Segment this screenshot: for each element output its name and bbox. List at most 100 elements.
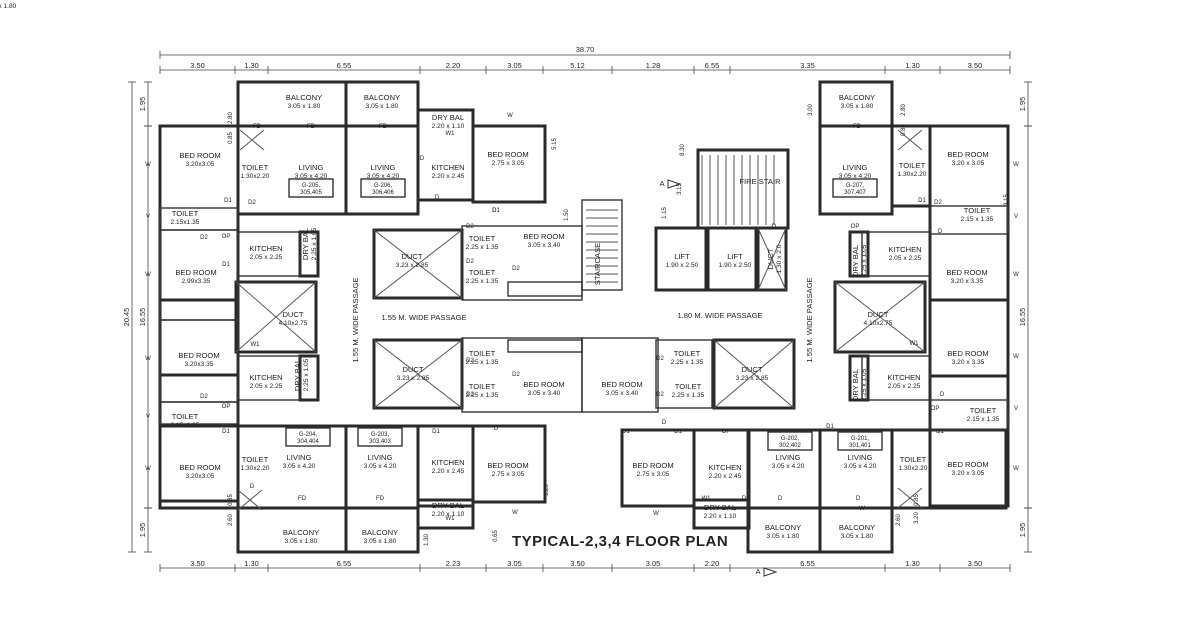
- wall-outline: [234, 280, 318, 354]
- door-window-tag: D2: [656, 392, 664, 398]
- room-dims: 3.05 x 3.40: [528, 242, 561, 249]
- unit-numbers: 303,403: [369, 439, 391, 445]
- door-window-tag: V: [146, 214, 150, 220]
- room-name: DUCT: [741, 365, 762, 374]
- unit-numbers: 307,407: [844, 190, 866, 196]
- door-window-tag: FD: [379, 124, 388, 130]
- room-dims: 3.05 x 1.80: [288, 103, 321, 110]
- partition-outline: [929, 399, 1009, 431]
- unit-numbers: 301,401: [849, 443, 871, 449]
- room-name: TOILET: [172, 209, 199, 218]
- unit-numbers: 305,405: [300, 190, 322, 196]
- top-dimension-label: 2.20: [446, 61, 460, 70]
- bottom-dimension-label: 6.55: [800, 559, 814, 568]
- room-name: DUCT: [402, 365, 423, 374]
- room-dims: 2.20 x 1.10: [432, 511, 465, 518]
- duct-hatch: [897, 129, 923, 151]
- left-inner-dim-label: 16.55: [138, 308, 147, 327]
- room-dims: 3.20x3.05: [186, 473, 215, 480]
- top-dimension-label: 6.55: [705, 61, 719, 70]
- door-window-tag: OP: [851, 224, 860, 230]
- door-window-tag: W: [1013, 466, 1019, 472]
- room-dims: 2.05 x 2.25: [889, 255, 922, 262]
- room-name: TOILET: [900, 455, 927, 464]
- room-dims: 3.05 x 4.20: [364, 463, 397, 470]
- door-window-tag: W: [145, 272, 151, 278]
- door-window-tag: D: [938, 229, 943, 235]
- duct-hatch: [373, 229, 463, 299]
- door-window-tag: D1: [826, 424, 834, 430]
- room-name: BALCONY: [283, 528, 319, 537]
- room-dims: 2.20 x 2.45: [432, 468, 465, 475]
- room-dims: 3.05 x 4.20: [772, 463, 805, 470]
- room-name: BED ROOM: [487, 461, 528, 470]
- door-window-tag: D: [662, 420, 667, 426]
- room-dims: 2.05 x 2.25: [250, 254, 283, 261]
- door-window-tag: W: [1013, 162, 1019, 168]
- room-name: BALCONY: [839, 93, 875, 102]
- passage-left-label: 1.55 M. WIDE PASSAGE: [381, 313, 466, 322]
- internal-dimension: 3.15: [1004, 194, 1010, 206]
- door-window-tag: D: [856, 496, 861, 502]
- room-name: BED ROOM: [947, 460, 988, 469]
- door-window-tag: D: [250, 484, 255, 490]
- unit-code-box: [360, 178, 406, 198]
- room-name: BED ROOM: [601, 380, 642, 389]
- room-name: KITCHEN: [888, 245, 921, 254]
- door-window-tag: D1: [674, 429, 682, 435]
- room-name: TOILET: [172, 412, 199, 421]
- room-name: KITCHEN: [249, 244, 282, 253]
- fire-stair-label: FIRE STAIR: [739, 177, 781, 186]
- room-dims: 3.05 x 1.80: [366, 103, 399, 110]
- section-arrow: [763, 567, 778, 577]
- room-name: TOILET: [469, 382, 496, 391]
- partition-outline: [507, 339, 583, 353]
- room-name: BED ROOM: [947, 349, 988, 358]
- room-name: KITCHEN: [431, 163, 464, 172]
- door-window-tag: W1: [446, 516, 456, 522]
- internal-dimension: 0.65: [493, 530, 499, 542]
- room-dims: 2.25 x 1.35: [466, 244, 499, 251]
- right-bottom-dim-label: 1.95: [1018, 523, 1027, 537]
- unit-code-box: [767, 431, 813, 451]
- room-name: LIVING: [371, 163, 396, 172]
- bottom-dimension-label: 3.50: [190, 559, 204, 568]
- internal-dimension: 8.30: [680, 144, 686, 156]
- room-dims: 3.20x3.35: [185, 361, 214, 368]
- door-window-tag: D: [778, 496, 783, 502]
- room-name: LIVING: [776, 453, 801, 462]
- room-name: BED ROOM: [179, 151, 220, 160]
- unit-code-box: [357, 427, 403, 447]
- room-name: DUCT: [401, 252, 422, 261]
- wall-outline: [712, 338, 796, 410]
- internal-dimension: 2.80: [901, 104, 907, 116]
- room-dims: 3.20 x 3.35: [952, 359, 985, 366]
- room-dims: 3.23 x 2.85: [396, 262, 429, 269]
- door-window-tag: V: [1014, 214, 1018, 220]
- left-bottom-dim-label: 1.95: [138, 523, 147, 537]
- partition-outline: [861, 231, 931, 277]
- partition-outline: [159, 401, 239, 425]
- wall-outline: [818, 506, 894, 554]
- partition-outline: [861, 355, 931, 401]
- top-dimension-label: 1.28: [646, 61, 660, 70]
- room-name: BALCONY: [364, 93, 400, 102]
- room-name: TOILET: [674, 349, 701, 358]
- door-window-tag: W: [145, 356, 151, 362]
